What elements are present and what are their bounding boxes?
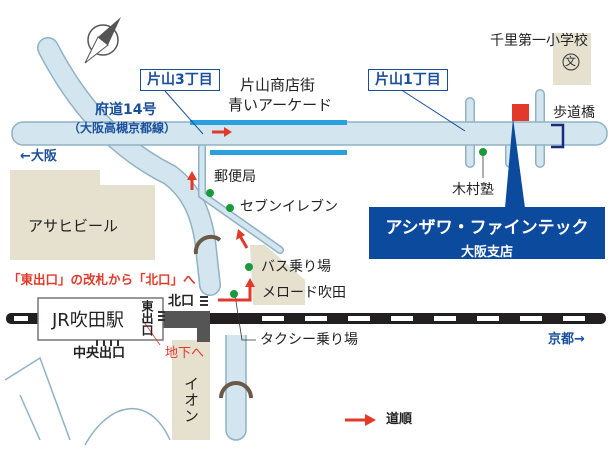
prefectural-road-sublabel: （大阪高槻京都線） bbox=[68, 121, 177, 135]
arcade-north bbox=[190, 120, 347, 125]
prefectural-road-label: 府道14号 bbox=[95, 102, 157, 118]
compass-icon bbox=[84, 17, 121, 64]
mellow-road-label: メロード吹田 bbox=[262, 285, 346, 301]
shopping-street-label: 片山商店街 bbox=[240, 76, 316, 94]
bus-stop-katayama3: 片山3丁目 bbox=[140, 69, 220, 91]
aeon-block bbox=[172, 340, 210, 440]
company-name: アシザワ・ファインテック bbox=[385, 218, 589, 238]
route-arrows bbox=[187, 127, 376, 426]
seven-eleven-label: セブンイレブン bbox=[240, 199, 338, 215]
to-osaka-label: ←大阪 bbox=[20, 149, 57, 164]
school-symbol-circle bbox=[562, 53, 580, 71]
mellow-road-block bbox=[250, 245, 305, 305]
lower-road bbox=[225, 335, 247, 441]
arcade-label: 青いアーケード bbox=[228, 96, 333, 114]
taxi-stand-label: タクシー乗り場 bbox=[260, 332, 358, 348]
school-block bbox=[553, 33, 591, 85]
company-branch: 大阪支店 bbox=[460, 245, 513, 260]
company-marker bbox=[512, 104, 529, 121]
school-symbol: 文 bbox=[565, 55, 576, 68]
asahi-beer-label: アサヒビール bbox=[28, 217, 119, 235]
landmark-dots bbox=[206, 148, 487, 298]
footbridge-icon bbox=[551, 123, 565, 149]
company-pointer bbox=[505, 118, 525, 208]
station-name: JR吹田駅 bbox=[52, 310, 124, 331]
to-kyoto-label: 京都→ bbox=[548, 332, 585, 347]
legend-route-label: 道順 bbox=[386, 412, 413, 427]
central-exit-label: 中央出口 bbox=[73, 346, 126, 361]
kimura-juku-label: 木村塾 bbox=[452, 182, 494, 198]
asahi-beer-block bbox=[10, 170, 155, 260]
company-label: アシザワ・ファインテック 大阪支店 bbox=[369, 207, 605, 260]
post-office-label: 郵便局 bbox=[214, 169, 256, 185]
bus-stop-katayama1: 片山1丁目 bbox=[368, 69, 448, 91]
aeon-label: イオン bbox=[182, 376, 200, 424]
arcade-south bbox=[210, 150, 347, 155]
school-label: 千里第一小学校 bbox=[490, 33, 588, 49]
footbridge-label: 歩道橋 bbox=[553, 105, 595, 121]
station-concourse bbox=[162, 311, 210, 342]
underground-label: 地下へ bbox=[165, 346, 205, 361]
east-exit-label: 東出口 bbox=[140, 300, 154, 336]
station-instruction: 「東出口」の改札から「北口」へ bbox=[8, 272, 196, 287]
north-exit-label: 北口 bbox=[168, 294, 195, 309]
bus-stop-label: バス乗り場 bbox=[261, 259, 331, 275]
